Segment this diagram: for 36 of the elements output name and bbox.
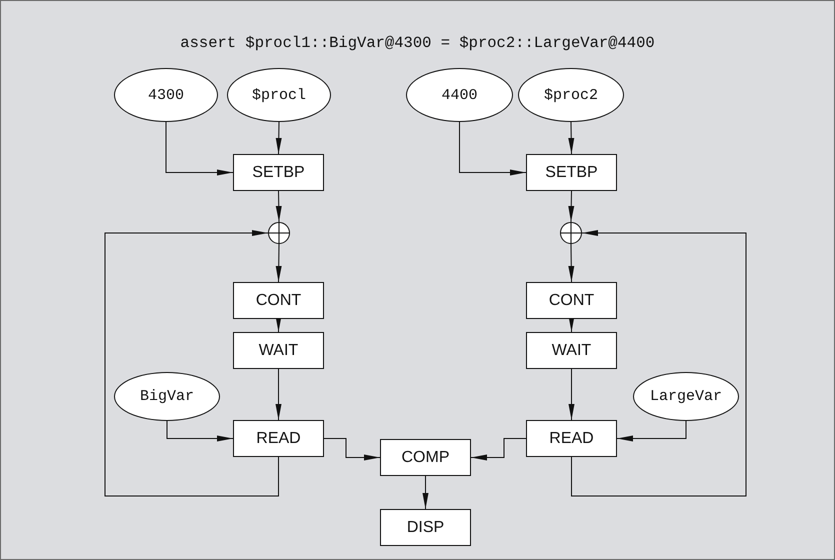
arrow	[166, 122, 234, 176]
input-ellipse: $proc2	[518, 68, 624, 122]
process-box: READ	[233, 420, 324, 457]
input-ellipse: LargeVar	[633, 372, 739, 421]
title: assert $procl1::BigVar@4300 = $proc2::LargeVar@4400	[179, 34, 656, 52]
input-ellipse: BigVar	[114, 372, 220, 421]
process-box: CONT	[526, 282, 617, 319]
arrow	[276, 122, 282, 154]
arrow	[459, 122, 526, 176]
arrow	[276, 368, 282, 420]
arrow	[568, 244, 574, 282]
process-box: SETBP	[233, 154, 324, 191]
arrow	[324, 438, 380, 460]
arrow	[470, 438, 526, 460]
arrow	[422, 476, 428, 510]
arrow	[166, 420, 234, 442]
arrow	[568, 368, 574, 420]
arrow	[568, 190, 574, 222]
junction-circle	[560, 222, 582, 244]
arrow	[276, 244, 282, 282]
process-box: CONT	[233, 282, 324, 319]
input-ellipse: 4300	[114, 68, 218, 122]
process-box: WAIT	[526, 332, 617, 369]
input-ellipse: 4400	[406, 68, 513, 122]
process-box: DISP	[380, 509, 471, 546]
arrow	[104, 230, 279, 496]
junction-circle	[268, 222, 290, 244]
arrow	[571, 230, 746, 496]
process-box: WAIT	[233, 332, 324, 369]
arrow	[616, 420, 686, 442]
process-box: COMP	[380, 439, 471, 476]
process-box: SETBP	[526, 154, 617, 191]
arrow	[568, 122, 574, 154]
process-box: READ	[526, 420, 617, 457]
arrow	[276, 190, 282, 222]
input-ellipse: $procl	[227, 68, 331, 122]
